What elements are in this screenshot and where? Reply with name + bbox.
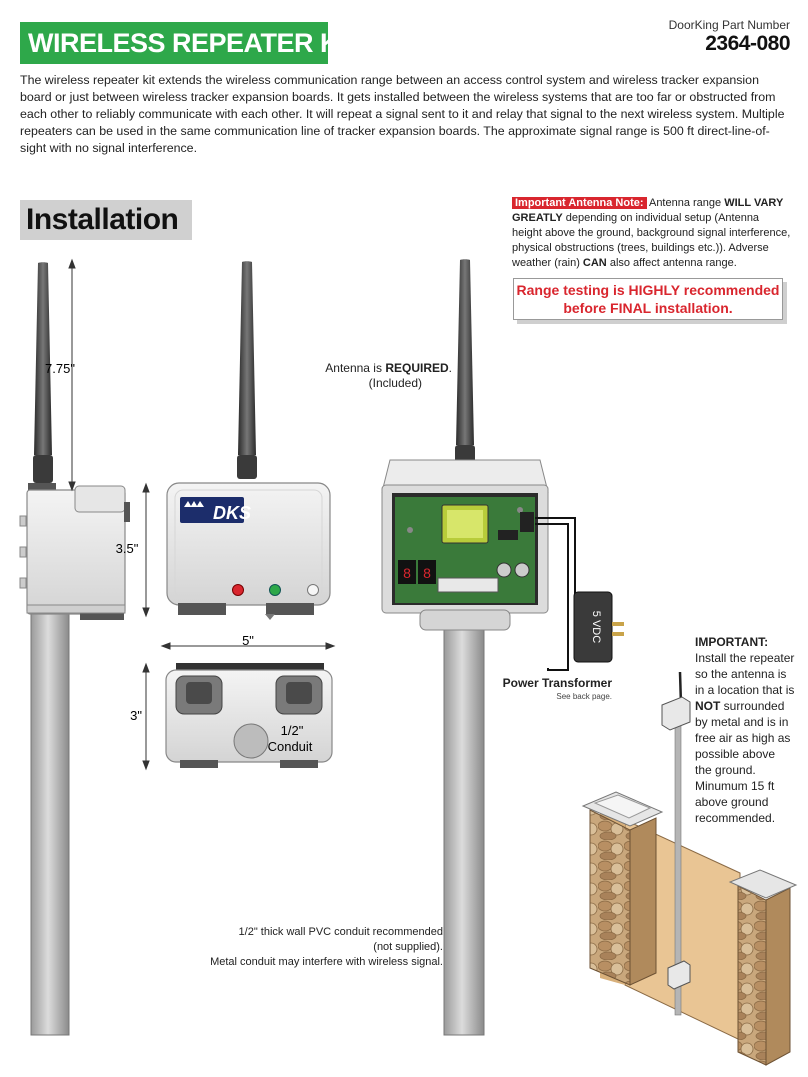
antenna-required-label: Antenna is REQUIRED. (Included) — [320, 361, 452, 391]
side-view-device — [19, 262, 130, 1036]
conduit-label: Conduit — [268, 739, 313, 754]
important-install-note: IMPORTANT: Install the repeater so the a… — [695, 634, 795, 826]
front-view-device: DKS — [166, 261, 331, 620]
antenna-note-bold-2: CAN — [582, 257, 607, 269]
conduit-note: 1/2" thick wall PVC conduit recommended … — [200, 925, 443, 970]
antenna-required-suffix: . — [448, 361, 452, 375]
page-title: WIRELESS REPEATER KIT — [20, 22, 363, 64]
antenna-note-tag: Important Antenna Note: — [512, 197, 647, 209]
conduit-size-label: 1/2" — [281, 723, 304, 738]
antenna-note-text-1: Antenna range — [646, 197, 725, 209]
power-transformer-label: Power Transformer — [502, 676, 612, 690]
antenna-length-dimension: 7.75" — [45, 361, 75, 376]
open-view-device: 8 8 5 VDC — [381, 259, 624, 1036]
width-dimension: 5" — [242, 633, 254, 648]
antenna-note-bold-1: WILL VARY GREATLY — [512, 197, 784, 224]
conduit-note-line-3: Metal conduit may interfere with wireles… — [210, 956, 443, 968]
dks-logo: DKS — [213, 503, 251, 523]
range-callout-line-2: before FINAL installation. — [563, 300, 733, 316]
part-number-label: DoorKing Part Number — [668, 18, 790, 32]
important-text-2: surrounded by metal and is in free air a… — [695, 699, 791, 825]
intro-paragraph: The wireless repeater kit extends the wi… — [20, 73, 785, 155]
height-dimension: 3.5" — [116, 541, 139, 556]
antenna-note: Important Antenna Note: Antenna range WI… — [512, 196, 792, 271]
important-bold: NOT — [695, 699, 721, 713]
antenna-required-prefix: Antenna is — [325, 361, 386, 375]
conduit-note-line-1: 1/2" thick wall PVC conduit recommended — [238, 926, 443, 938]
gate-scene — [581, 671, 798, 1066]
svg-text:8: 8 — [423, 565, 431, 581]
important-head: IMPORTANT: — [695, 635, 769, 649]
svg-text:8: 8 — [403, 565, 411, 581]
depth-dimension: 3" — [130, 708, 142, 723]
dimension-lines — [68, 258, 336, 771]
antenna-required-bold: REQUIRED — [385, 361, 449, 375]
power-transformer-sub: See back page. — [556, 692, 612, 701]
range-callout-line-1: Range testing is HIGHLY recommended — [516, 282, 780, 298]
important-text-1: Install the repeater so the antenna is i… — [695, 651, 795, 697]
conduit-note-line-2: (not supplied). — [373, 941, 443, 953]
bottom-view-device — [165, 663, 333, 768]
antenna-included-label: (Included) — [368, 376, 422, 390]
range-testing-callout: Range testing is HIGHLY recommended befo… — [513, 278, 783, 320]
antenna-note-text-2: depending on individual setup (Antenna h… — [512, 212, 791, 269]
part-number: 2364-080 — [705, 32, 790, 55]
antenna-note-text-3: also affect antenna range. — [606, 257, 737, 269]
transformer-voltage: 5 VDC — [590, 611, 602, 643]
installation-heading: Installation — [20, 200, 192, 240]
antenna-required-line: Antenna is REQUIRED. — [320, 361, 452, 376]
